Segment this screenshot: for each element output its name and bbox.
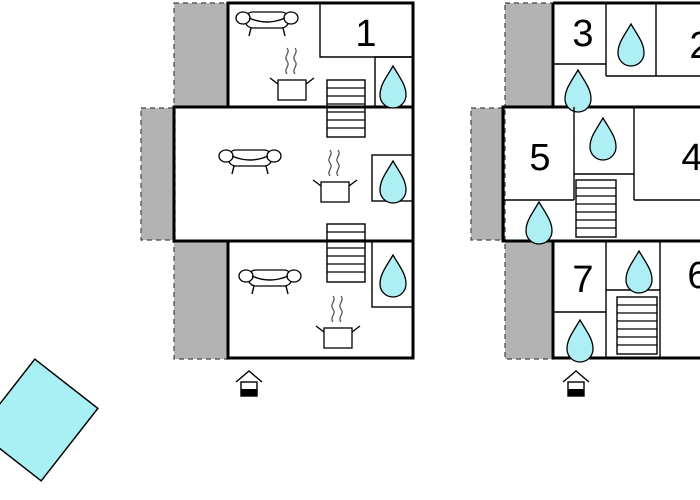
pool: [0, 358, 99, 482]
terrace: [140, 107, 176, 241]
room-number: 4: [681, 137, 700, 179]
water-drop-icon: [566, 319, 594, 363]
room-number: 5: [529, 137, 550, 179]
water-drop-icon: [617, 23, 645, 67]
room-number: 3: [572, 13, 593, 55]
cooking-pot-icon: [269, 47, 315, 101]
water-drop-icon: [379, 65, 407, 109]
cooking-pot-icon: [315, 295, 361, 349]
room-number: 6: [687, 255, 700, 297]
water-drop-icon: [379, 254, 407, 298]
room-number: 1: [355, 13, 376, 55]
terrace: [173, 2, 229, 108]
terrace: [173, 240, 229, 360]
sofa-icon: [235, 11, 299, 37]
terrace: [504, 240, 554, 360]
water-drop-icon: [589, 117, 617, 161]
water-drop-icon: [379, 160, 407, 204]
entrance-icon: [235, 370, 263, 397]
stairs-icon: [575, 179, 617, 238]
water-drop-icon: [564, 69, 592, 113]
right-house: 3 2 5 4 7 6: [470, 1, 700, 397]
sofa-icon: [238, 269, 302, 295]
stairs-icon: [326, 223, 366, 283]
water-drop-icon: [525, 201, 553, 245]
room-number: 7: [572, 259, 593, 301]
water-drop-icon: [625, 250, 653, 294]
entrance-icon: [562, 370, 590, 397]
stairs-icon: [616, 296, 658, 355]
terrace: [504, 2, 554, 108]
terrace: [470, 107, 506, 241]
room-number: 2: [689, 25, 700, 67]
left-house: 1: [140, 1, 415, 397]
sofa-icon: [218, 149, 282, 175]
stairs-icon: [326, 79, 366, 138]
cooking-pot-icon: [312, 149, 358, 203]
